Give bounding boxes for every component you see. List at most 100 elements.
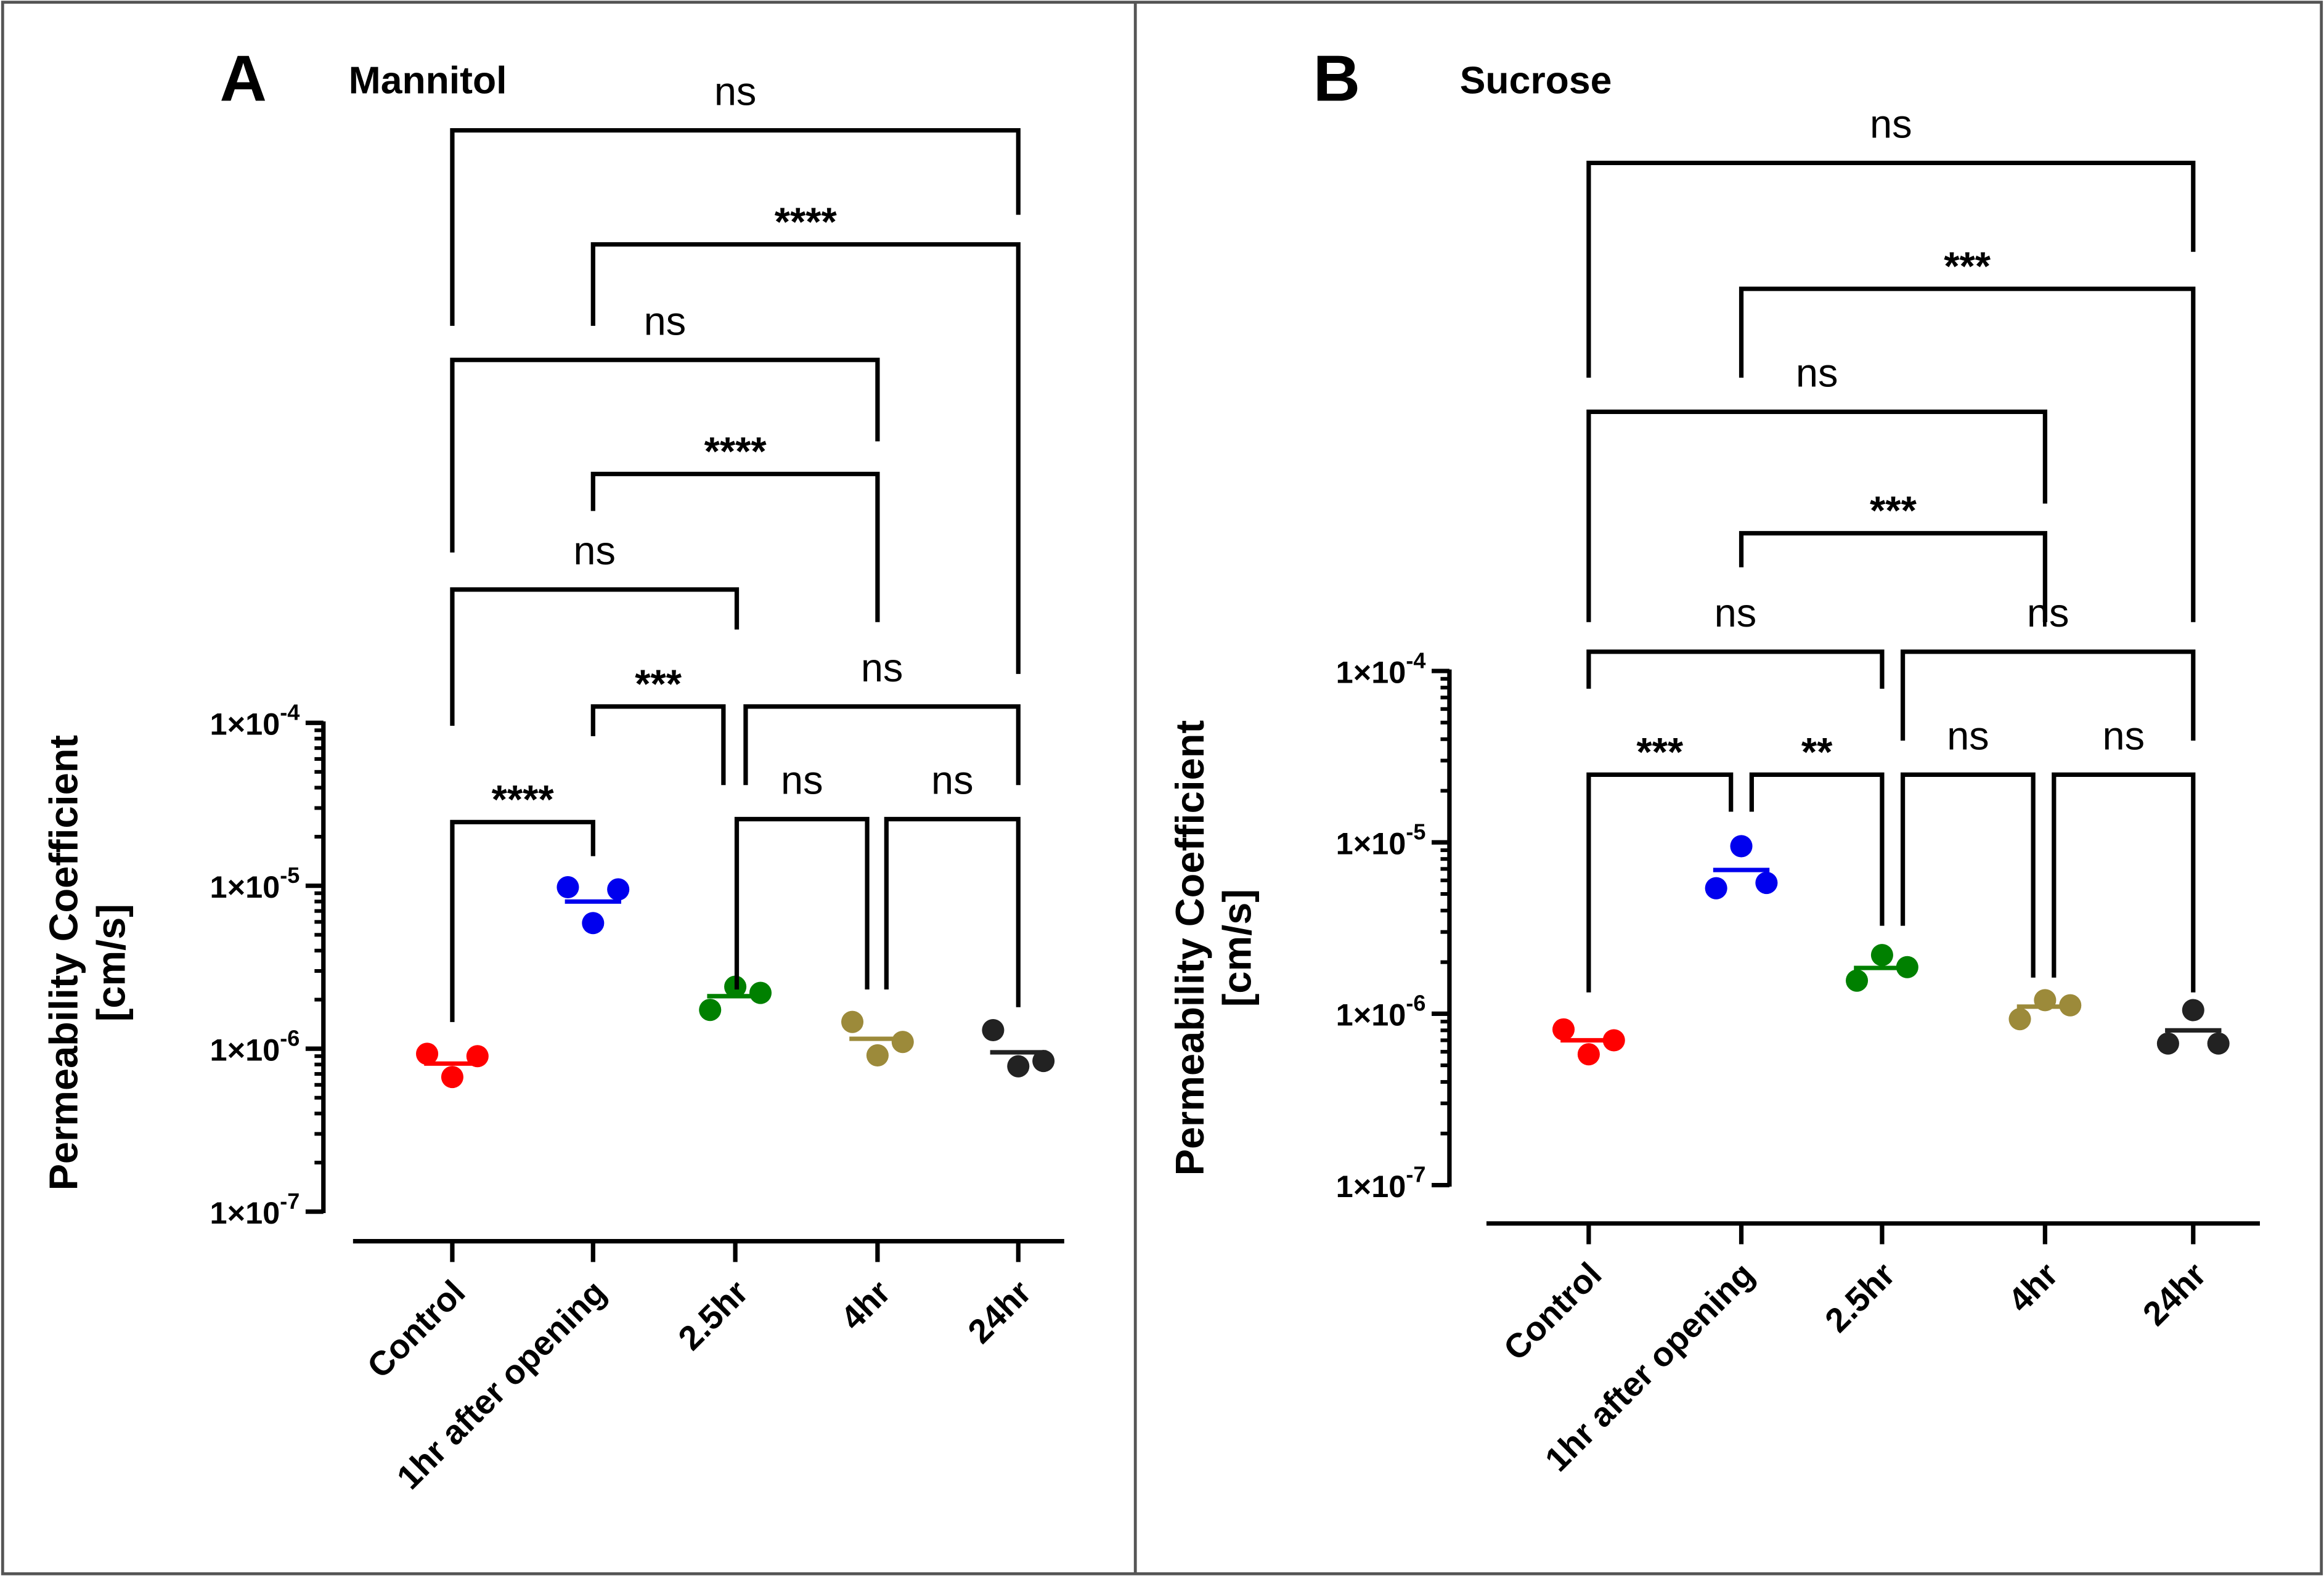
data-point (891, 1031, 914, 1054)
data-point (416, 1042, 439, 1065)
y-tick-label: 1×10-6 (1336, 991, 1426, 1033)
y-tick-label: 1×10-4 (1336, 648, 1426, 689)
y-axis-label: Permeability Coefficient (1167, 720, 1212, 1176)
significance-label: **** (492, 777, 555, 822)
y-tick-exponent: -7 (280, 1188, 300, 1214)
data-point (1007, 1055, 1030, 1078)
y-tick-label: 1×10-7 (1336, 1162, 1426, 1204)
data-point (1602, 1029, 1625, 1052)
data-point (1032, 1050, 1055, 1073)
data-point (557, 875, 579, 899)
significance-bracket (1749, 772, 1885, 926)
data-point (699, 999, 722, 1022)
y-tick-base: 1×10 (1336, 1169, 1406, 1204)
data-point (2034, 989, 2057, 1012)
significance-label: ns (1796, 350, 1838, 395)
significance-label: *** (1870, 488, 1917, 533)
y-tick-label: 1×10-4 (210, 699, 300, 741)
significance-label: ** (1801, 729, 1833, 774)
significance-bracket (590, 704, 726, 786)
y-tick-base: 1×10 (210, 706, 280, 741)
panel-title: Mannitol (349, 59, 507, 102)
data-point (866, 1044, 889, 1066)
significance-bracket (1900, 772, 2036, 978)
data-point (582, 912, 605, 935)
significance-bracket (734, 816, 870, 989)
data-point (2182, 999, 2204, 1022)
significance-label: ns (714, 69, 757, 114)
significance-bracket (1586, 772, 1734, 993)
significance-label: ns (1870, 102, 1912, 147)
significance-bracket (1586, 649, 1885, 689)
significance-bracket (590, 471, 880, 622)
data-point (2059, 994, 2082, 1017)
data-point (1896, 956, 1918, 978)
y-tick-base: 1×10 (1336, 654, 1406, 689)
significance-label: ns (644, 298, 687, 343)
data-point (1552, 1018, 1575, 1041)
y-tick-exponent: -4 (280, 699, 300, 725)
y-tick-exponent: -5 (1406, 819, 1425, 844)
data-point (749, 981, 772, 1004)
significance-bracket (1900, 649, 2196, 741)
y-axis-unit: [cm/s] (89, 904, 134, 1022)
y-tick-label: 1×10-5 (210, 863, 300, 904)
y-tick-exponent: -6 (1406, 991, 1425, 1016)
significance-label: ns (573, 528, 616, 573)
y-tick-label: 1×10-7 (210, 1188, 300, 1230)
significance-label: ns (861, 645, 903, 690)
significance-label: ns (931, 758, 974, 803)
significance-label: ns (1714, 590, 1757, 635)
y-tick-base: 1×10 (1336, 997, 1406, 1033)
y-tick-label: 1×10-5 (1336, 819, 1426, 861)
y-tick-exponent: -5 (280, 863, 300, 888)
y-tick-base: 1×10 (1336, 826, 1406, 861)
significance-label: ns (1947, 713, 1989, 758)
significance-bracket (1739, 286, 2196, 622)
data-point (841, 1010, 864, 1033)
data-point (1870, 944, 1893, 967)
panel-letter: B (1313, 42, 1360, 115)
data-point (1730, 835, 1753, 858)
significance-bracket (450, 128, 1021, 326)
significance-label: *** (1636, 729, 1684, 774)
significance-bracket (884, 816, 1021, 1007)
y-tick-exponent: -4 (1406, 648, 1425, 673)
y-axis-unit: [cm/s] (1215, 889, 1260, 1007)
significance-label: ns (781, 758, 823, 803)
significance-bracket (590, 242, 1021, 674)
panel-letter: A (219, 42, 266, 115)
significance-bracket (743, 704, 1021, 786)
data-point (2008, 1008, 2031, 1031)
significance-label: ns (2103, 713, 2145, 758)
significance-bracket (1586, 409, 2047, 622)
data-point (1577, 1043, 1600, 1066)
y-tick-base: 1×10 (210, 1195, 280, 1230)
significance-bracket (1586, 160, 2196, 378)
y-tick-base: 1×10 (210, 869, 280, 904)
data-point (607, 878, 630, 901)
data-point (466, 1045, 489, 1068)
data-point (1755, 872, 1778, 895)
y-tick-base: 1×10 (210, 1032, 280, 1067)
significance-bracket (2052, 772, 2196, 993)
y-tick-label: 1×10-6 (210, 1025, 300, 1067)
data-point (2207, 1032, 2230, 1055)
significance-bracket (450, 587, 740, 726)
significance-label: **** (704, 429, 767, 474)
y-axis-label: Permeability Coefficient (41, 735, 86, 1190)
data-point (1846, 969, 1869, 992)
significance-label: *** (635, 661, 682, 706)
y-tick-exponent: -6 (280, 1025, 300, 1050)
data-point (2156, 1032, 2179, 1055)
significance-bracket (450, 357, 880, 553)
data-point (441, 1066, 463, 1089)
significance-label: *** (1944, 243, 1991, 288)
panel-title: Sucrose (1460, 59, 1612, 102)
significance-bracket (450, 819, 595, 1022)
data-point (1705, 877, 1727, 900)
y-tick-exponent: -7 (1406, 1162, 1425, 1187)
significance-bracket (1739, 530, 2047, 622)
